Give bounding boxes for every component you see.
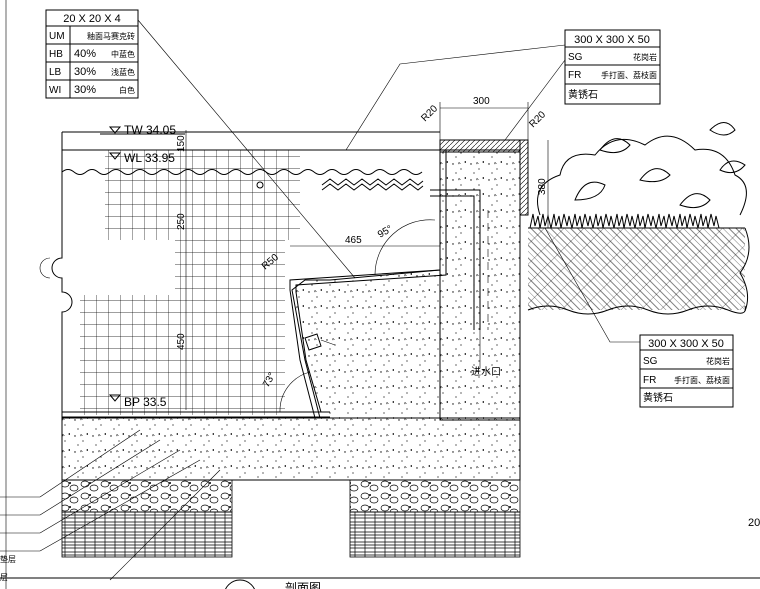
- dim-r20-left: R20: [419, 103, 440, 124]
- dim-380: 380: [537, 140, 549, 228]
- lining-a: [289, 150, 441, 419]
- water-jets-b: [321, 183, 424, 191]
- legend-mosaic-code: UM: [49, 31, 65, 42]
- leader-mosaic: [137, 19, 356, 279]
- legend-coping-desc: 手打面、荔枝面: [601, 70, 657, 80]
- legend-mosaic-pct: 30%: [74, 84, 96, 96]
- dim-95-label: 95°: [376, 224, 395, 241]
- dim-380-label: 380: [537, 178, 548, 195]
- leader-f5: [109, 469, 221, 581]
- legend-mosaic-pct: 40%: [74, 48, 96, 60]
- legend-coping-code: SG: [568, 52, 583, 63]
- legend-coping-title: 300 X 300 X 50: [574, 34, 650, 46]
- legend-mosaic-pct: 30%: [74, 66, 96, 78]
- leader-f2: [39, 439, 161, 516]
- legend-coping: 300 X 300 X 50 SG 花岗岩 FR 手打面、荔枝面 黄锈石: [564, 29, 661, 105]
- legend-paving-code: 黄锈石: [643, 391, 673, 404]
- coping-side: [519, 139, 529, 216]
- shrub-outline: [537, 135, 747, 216]
- legend-paving-desc: 花岗岩: [706, 356, 730, 366]
- brick-left: [61, 511, 233, 558]
- dim-465: 465: [290, 235, 440, 247]
- leaf-3: [679, 193, 711, 209]
- legend-mosaic-code: HB: [49, 49, 63, 60]
- legend-coping-code: 黄锈石: [568, 88, 598, 101]
- soil-edge: [527, 305, 746, 315]
- leaf-2: [639, 168, 671, 183]
- concrete-base: [61, 417, 521, 481]
- legend-mosaic: 20 X 20 X 4 UM 釉面马赛克砖 HB 40% 中蓝色 LB 30% …: [45, 9, 139, 99]
- left-edge-profile: [51, 132, 73, 420]
- pool-tile-grid: [80, 150, 300, 415]
- level-tw-label: TW 34.05: [124, 123, 176, 137]
- side-note-b: 层: [0, 573, 8, 582]
- leader-f3: [39, 449, 181, 534]
- nozzle-stem: [320, 339, 336, 346]
- legend-paving: 300 X 300 X 50 SG 花岗岩 FR 手打面、荔枝面 黄锈石: [639, 334, 734, 408]
- legend-paving-code: SG: [643, 356, 658, 367]
- leaf-4: [599, 138, 631, 154]
- grass: [529, 213, 720, 229]
- drawing-title: 剖面图: [285, 581, 321, 589]
- dim-300-label: 300: [473, 96, 490, 107]
- dim-v250: 250: [176, 213, 187, 230]
- legend-mosaic-code: LB: [49, 67, 62, 78]
- soil-hatch: [528, 228, 745, 310]
- inlet-pipe-b: [430, 195, 475, 330]
- legend-paving-code: FR: [643, 375, 656, 386]
- side-note-a: 垫层: [0, 554, 16, 564]
- leaf-1: [574, 181, 606, 201]
- leader-coping-b: [504, 59, 566, 141]
- soil-right-edge: [739, 227, 750, 312]
- drain-mark: [256, 181, 264, 189]
- legend-mosaic-desc: 中蓝色: [111, 49, 135, 59]
- dim-465-label: 465: [345, 235, 362, 246]
- level-wl-label: WL 33.95: [124, 151, 175, 165]
- nozzle-box: [304, 333, 322, 351]
- leaf-5: [709, 122, 736, 136]
- legend-mosaic-desc: 浅蓝色: [111, 67, 135, 77]
- concrete-wall-lower: [291, 269, 441, 419]
- gravel-right: [349, 479, 521, 513]
- dim-v450: 450: [176, 333, 187, 350]
- water-jets: [321, 178, 424, 186]
- title-bubble: [225, 579, 255, 589]
- dim-r20-right: R20: [527, 109, 548, 130]
- legend-mosaic-desc: 釉面马赛克砖: [87, 31, 135, 41]
- inlet-label: 进水口: [471, 366, 501, 378]
- legend-paving-title: 300 X 300 X 50: [648, 338, 724, 350]
- inlet-pipe: [430, 189, 481, 330]
- leader-f1: [39, 429, 141, 498]
- water-surface: [61, 169, 423, 175]
- legend-mosaic-desc: 白色: [119, 85, 135, 95]
- left-notch: [39, 257, 51, 279]
- legend-coping-code: FR: [568, 70, 581, 81]
- gravel-left: [61, 479, 233, 513]
- level-tw: TW 34.05: [100, 123, 185, 137]
- arc-95: [374, 219, 436, 276]
- dim-v150: 150: [176, 135, 187, 152]
- dim-300: 300: [439, 96, 529, 140]
- arc-73: [279, 371, 311, 413]
- level-wl: WL 33.95: [108, 151, 175, 165]
- corner-number: 20: [748, 517, 760, 529]
- lining-b: [295, 150, 447, 413]
- legend-coping-desc: 花岗岩: [633, 52, 657, 62]
- leaf-6: [719, 160, 746, 174]
- legend-mosaic-title: 20 X 20 X 4: [63, 13, 121, 25]
- level-bp: BP 33.5: [108, 394, 167, 409]
- brick-right: [349, 511, 521, 558]
- coping-stone: [439, 139, 521, 153]
- level-bp-label: BP 33.5: [124, 395, 167, 409]
- legend-mosaic-code: WI: [49, 85, 61, 96]
- leader-f4: [39, 459, 201, 552]
- legend-paving-desc: 手打面、荔枝面: [674, 375, 730, 385]
- leader-coping-a: [345, 44, 566, 151]
